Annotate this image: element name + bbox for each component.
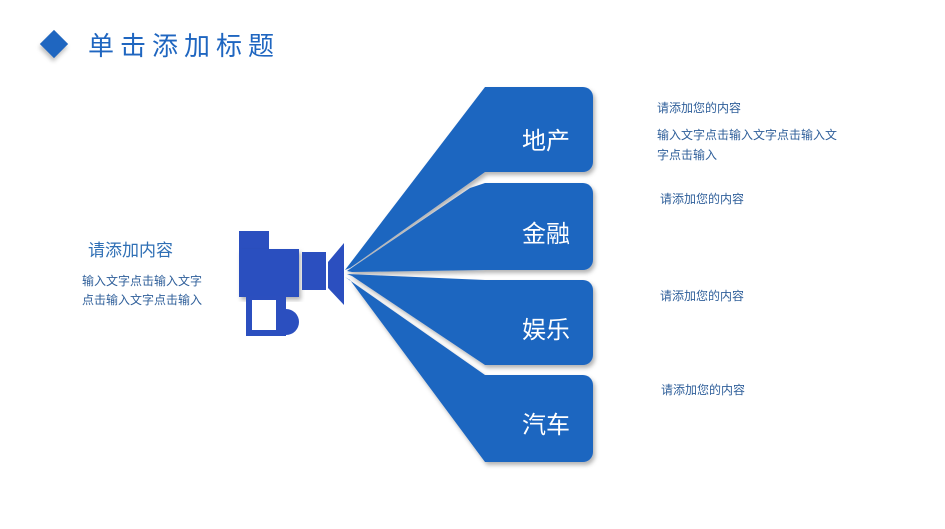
category-box-3 <box>485 280 593 365</box>
category-box-4 <box>485 375 593 462</box>
category-label[interactable]: 地产 <box>522 127 570 155</box>
category-heading[interactable]: 请添加您的内容 <box>660 192 745 206</box>
fan-segment <box>345 277 485 462</box>
page-title[interactable]: 单击添加标题 <box>88 32 281 62</box>
category-heading[interactable]: 请添加您的内容 <box>661 383 746 397</box>
category-heading[interactable]: 请添加您的内容 <box>660 289 745 303</box>
category-box-1 <box>485 87 593 172</box>
fan-segment <box>347 183 485 272</box>
fan-segment <box>345 87 485 270</box>
category-box-2 <box>485 183 593 270</box>
camera-icon <box>239 231 344 336</box>
category-label[interactable]: 金融 <box>522 220 570 248</box>
category-label[interactable]: 娱乐 <box>522 316 570 344</box>
category-label[interactable]: 汽车 <box>522 411 570 439</box>
left-body[interactable]: 输入文字点击输入文字点击输入文字点击输入 <box>82 274 203 307</box>
category-heading[interactable]: 请添加您的内容 <box>657 101 742 115</box>
fan-segment <box>347 274 485 365</box>
left-heading[interactable]: 请添加内容 <box>88 241 173 261</box>
category-body[interactable]: 输入文字点击输入文字点击输入文字点击输入 <box>657 128 838 162</box>
